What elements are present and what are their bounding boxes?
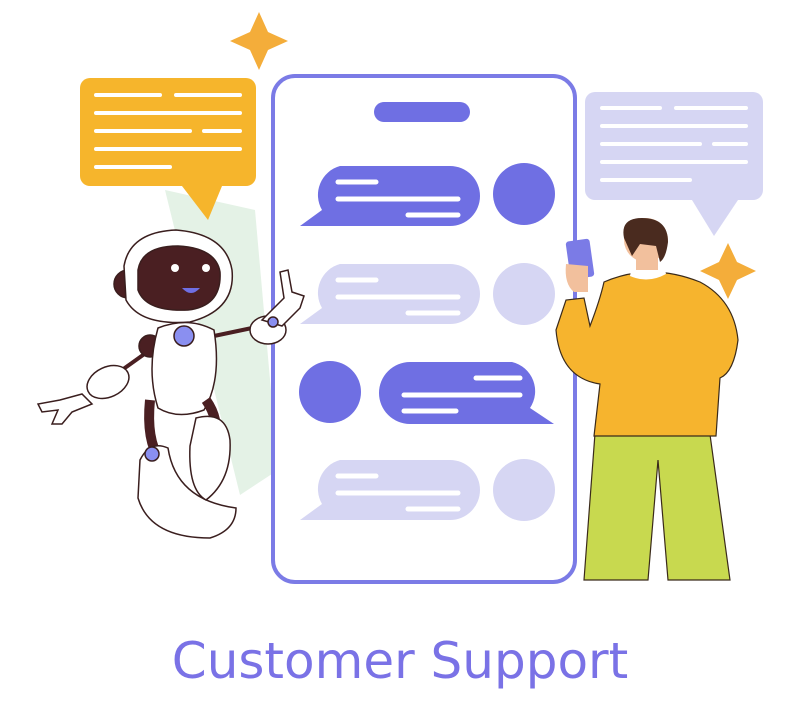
chat-avatar-icon: [493, 163, 555, 225]
person-speech-bubble: [585, 92, 763, 236]
sparkle-icon: [230, 12, 288, 70]
chat-message: [300, 264, 480, 324]
caption-title: Customer Support: [172, 632, 628, 690]
chat-avatar-icon: [493, 263, 555, 325]
chat-avatar-icon: [299, 361, 361, 423]
chat-message: [300, 166, 480, 226]
person: [555, 218, 739, 581]
chat-message: [300, 460, 480, 520]
robot-speech-bubble: [80, 78, 256, 220]
robot: [36, 229, 305, 539]
chat-message: [379, 362, 554, 424]
phone-speaker: [374, 102, 470, 122]
sparkle-icon: [700, 243, 756, 299]
smartphone: [271, 74, 577, 584]
chat-avatar-icon: [493, 459, 555, 521]
